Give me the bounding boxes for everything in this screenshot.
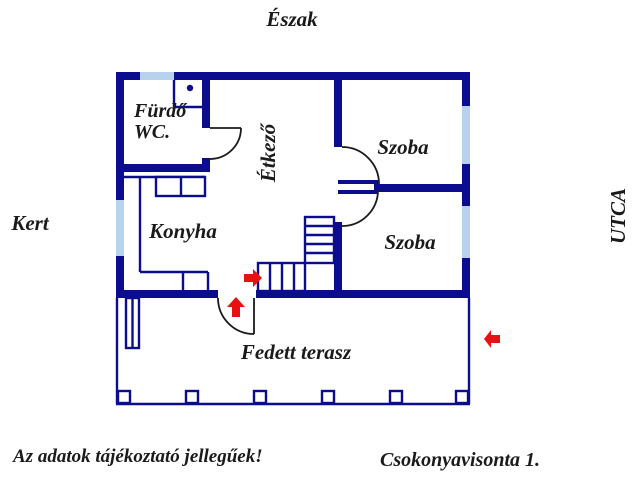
entrance-arrows [227,269,500,348]
staircase [256,215,336,293]
room-label-room-bottom: Szoba [384,229,436,254]
arrow-right-to-stairs-icon [244,269,262,287]
room-label-dining: Étkező [255,123,280,183]
room-label-bathroom-line2: WC. [134,121,171,143]
street-label: UTCA [605,187,630,245]
arrow-left-from-street-icon [484,330,500,348]
footer-disclaimer: Az adatok tájékoztató jellegűek! [13,446,263,467]
door-arcs [209,127,380,335]
interior-walls [116,72,462,298]
terrace-posts [116,389,470,405]
exterior-walls [116,72,470,298]
footer-location: Csokonyavisonta 1. [380,449,541,471]
shower-cabin [172,80,203,109]
garden-label: Kert [11,210,49,235]
room-label-bathroom-line1: Fürdő [134,100,187,122]
north-label: Észak [266,6,318,31]
room-label-terrace: Fedett terasz [240,339,352,364]
kitchen-counter [124,175,210,291]
arrow-up-front-door-icon [227,297,245,317]
terrace-outline [115,296,471,406]
room-label-room-top: Szoba [377,134,429,159]
room-label-kitchen: Konyha [149,218,217,243]
windows [116,72,470,258]
room-label-bathroom: Fürdő WC. [134,101,186,143]
shower-head-dot [186,84,194,92]
